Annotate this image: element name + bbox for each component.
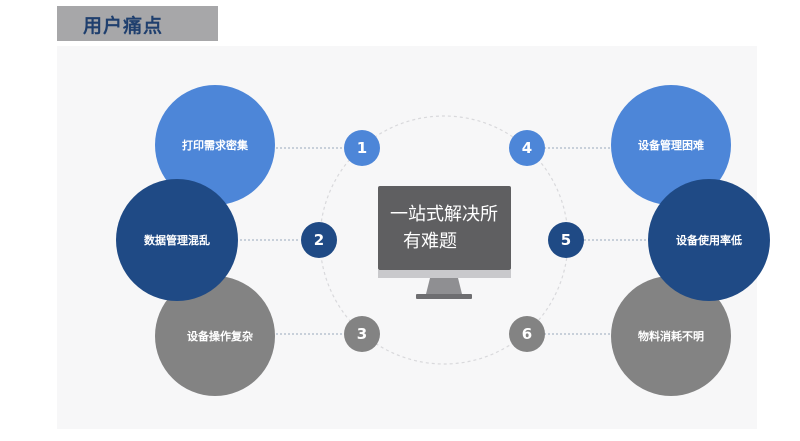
number-badge-1: 1 (344, 130, 380, 166)
pain-point-6-label: 物料消耗不明 (638, 329, 704, 343)
pain-point-6-circle: 物料消耗不明 (611, 276, 731, 396)
pain-point-4-label: 设备管理困难 (638, 138, 704, 152)
monitor-icon: 一站式解决所 有难题 (378, 186, 511, 299)
monitor-screen (378, 186, 511, 270)
monitor-bezel (378, 270, 511, 278)
number-badge-1-text: 1 (357, 139, 367, 157)
number-badge-5: 5 (548, 222, 584, 258)
number-badge-4-text: 4 (522, 139, 532, 157)
center-title-line2: 有难题 (403, 231, 457, 252)
pain-point-2-circle: 数据管理混乱 (116, 179, 238, 301)
pain-point-5-label: 设备使用率低 (676, 233, 742, 247)
number-badge-4: 4 (509, 130, 545, 166)
number-badge-6: 6 (509, 316, 545, 352)
number-badge-5-text: 5 (561, 231, 571, 249)
pain-point-1-label: 打印需求密集 (182, 138, 249, 152)
number-badge-3-text: 3 (357, 325, 367, 343)
pain-point-1-circle: 打印需求密集 (155, 85, 275, 205)
pain-point-2-label: 数据管理混乱 (144, 233, 210, 247)
pain-point-5-circle: 设备使用率低 (648, 179, 770, 301)
number-badge-2-text: 2 (314, 231, 324, 249)
section-title-bar: 用户痛点 (57, 6, 218, 41)
pain-point-3-circle: 设备操作复杂 (155, 276, 275, 396)
pain-point-3-label: 设备操作复杂 (187, 329, 253, 343)
pain-point-4-circle: 设备管理困难 (611, 85, 731, 205)
monitor-neck (426, 278, 462, 294)
center-title-line1: 一站式解决所 (390, 204, 498, 225)
page-title: 用户痛点 (83, 15, 164, 37)
number-badge-6-text: 6 (522, 325, 532, 343)
number-badge-3: 3 (344, 316, 380, 352)
number-badge-2: 2 (301, 222, 337, 258)
monitor-base (416, 294, 472, 299)
